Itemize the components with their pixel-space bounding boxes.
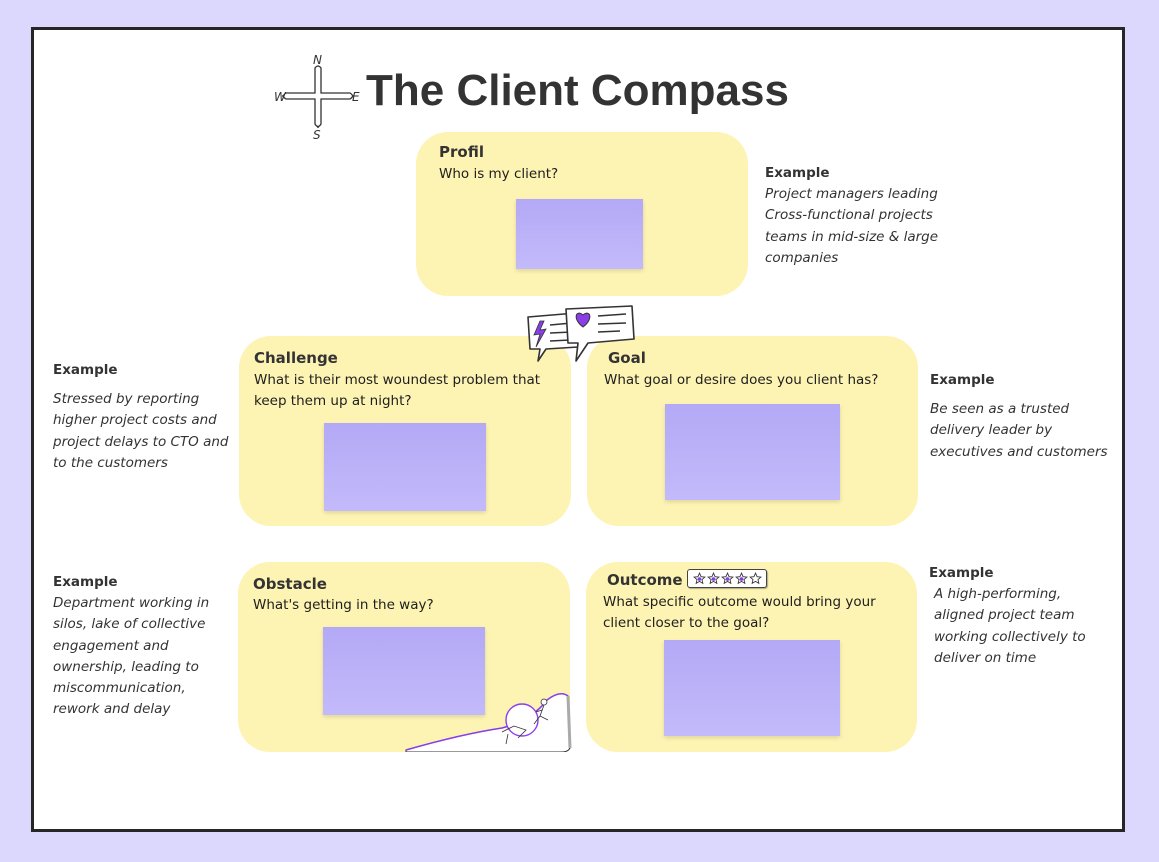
example-challenge-text: Stressed by reporting higher project cos…: [53, 391, 229, 471]
sticky-note-obstacle[interactable]: [323, 627, 485, 715]
example-goal-label: Example: [930, 372, 995, 388]
example-obstacle-label: Example: [53, 574, 118, 590]
star-filled-icon[interactable]: [692, 572, 706, 585]
star-filled-icon[interactable]: [706, 572, 720, 585]
example-profil-text: Project managers leading Cross-functiona…: [765, 186, 939, 266]
card-outcome-question: What specific outcome would bring your c…: [603, 594, 876, 631]
page-title: The Client Compass: [366, 66, 789, 115]
sticky-note-goal[interactable]: [665, 404, 840, 500]
example-outcome-text: A high-performing, aligned project team …: [934, 586, 1086, 666]
example-obstacle-text: Department working in silos, lake of col…: [53, 595, 210, 718]
card-goal-title: Goal: [608, 349, 646, 367]
card-profil-title: Profil: [439, 143, 484, 161]
star-filled-icon[interactable]: [720, 572, 734, 585]
card-profil-question: Who is my client?: [439, 166, 559, 182]
compass-icon: N S W E: [274, 53, 360, 142]
sticky-note-profil[interactable]: [516, 199, 643, 269]
card-challenge-title: Challenge: [254, 349, 338, 367]
card-obstacle-question: What's getting in the way?: [253, 597, 434, 613]
compass-s: S: [313, 128, 321, 142]
example-outcome-label: Example: [929, 565, 994, 581]
example-profil-label: Example: [765, 165, 830, 181]
card-challenge-question: What is their most woundest problem that…: [254, 372, 541, 409]
star-rating[interactable]: [687, 569, 767, 588]
compass-n: N: [313, 53, 322, 67]
card-obstacle-title: Obstacle: [253, 575, 327, 593]
compass-w: W: [274, 90, 287, 104]
sticky-note-outcome[interactable]: [664, 640, 840, 736]
card-goal-question: What goal or desire does you client has?: [604, 372, 879, 388]
boulder-hill-illustration: [405, 692, 572, 752]
example-goal-text: Be seen as a trusted delivery leader by …: [930, 401, 1108, 460]
star-filled-icon[interactable]: [734, 572, 748, 585]
sticky-note-challenge[interactable]: [324, 423, 486, 511]
star-empty-icon[interactable]: [748, 572, 762, 585]
example-challenge-label: Example: [53, 362, 118, 378]
chat-bubbles-icon: [527, 305, 635, 362]
compass-e: E: [352, 90, 360, 104]
card-outcome-title: Outcome: [607, 571, 683, 589]
